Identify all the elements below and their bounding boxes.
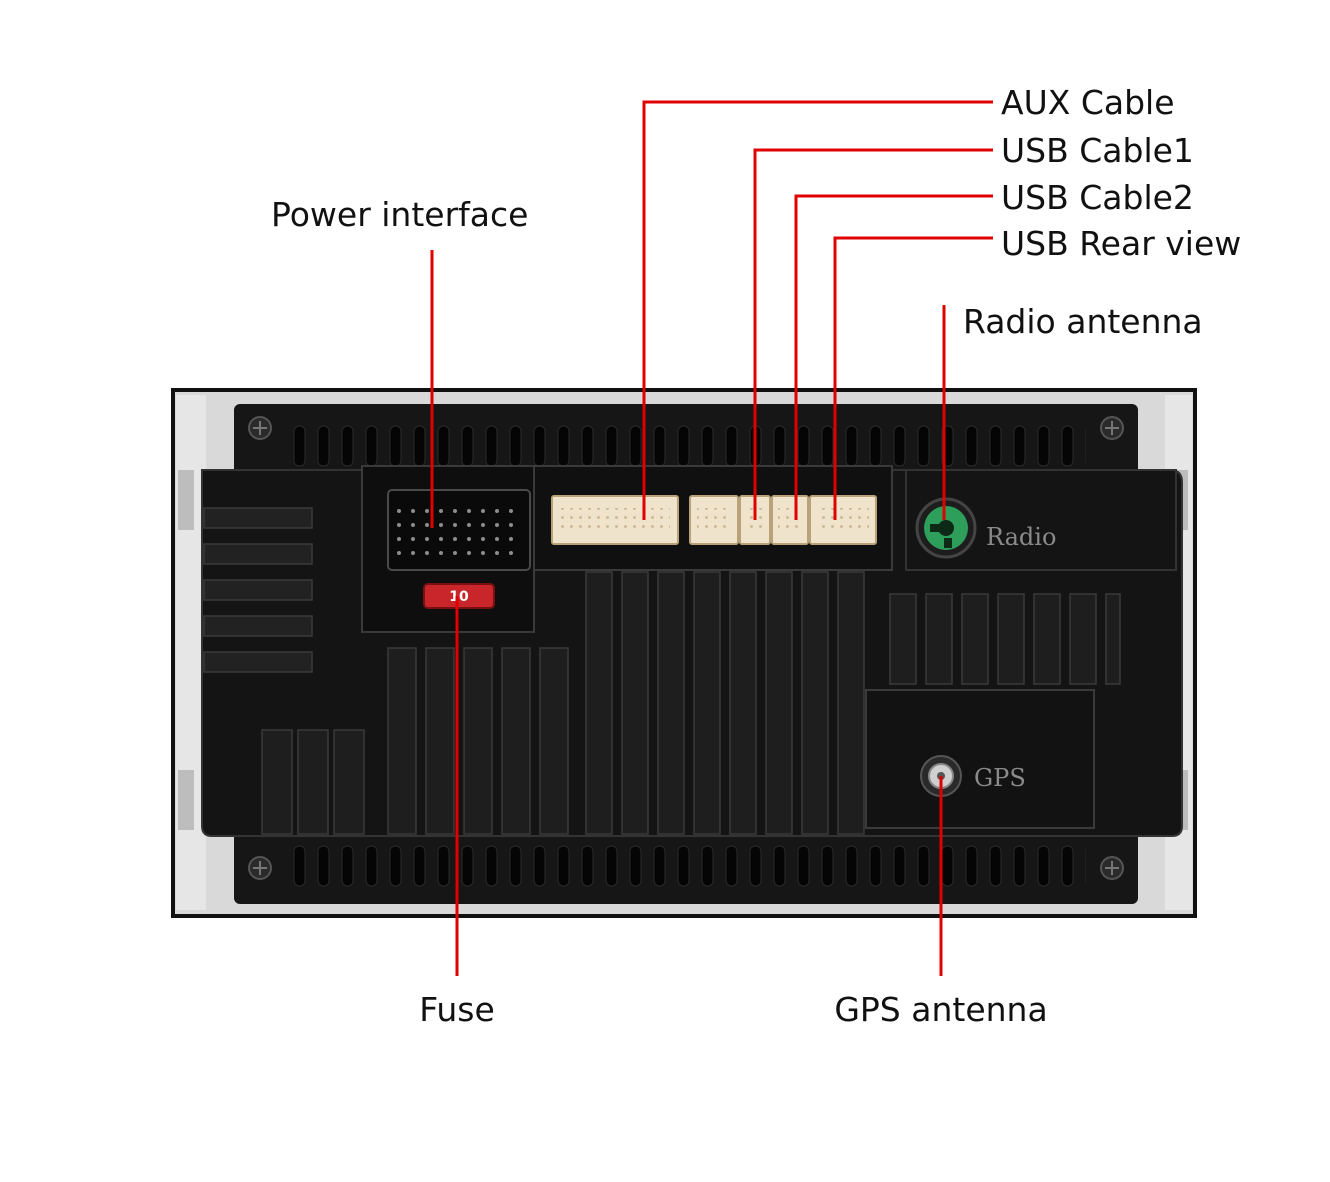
right-heatsink-fins xyxy=(889,593,1121,685)
label-fuse: Fuse xyxy=(419,990,495,1029)
gps-panel xyxy=(865,689,1095,829)
leader-lines xyxy=(430,100,993,976)
radio-marking: Radio xyxy=(986,523,1056,551)
leader-usb2 xyxy=(794,194,993,520)
usb-connector-group xyxy=(689,495,877,545)
label-usb-cable1: USB Cable1 xyxy=(1001,131,1194,170)
label-radio-antenna: Radio antenna xyxy=(963,302,1203,341)
fuse: 10 xyxy=(423,583,495,609)
label-power-interface: Power interface xyxy=(271,195,528,234)
leader-usb1 xyxy=(753,148,993,520)
lower-left-heatsink-fins xyxy=(261,647,569,835)
label-usb-cable2: USB Cable2 xyxy=(1001,178,1194,217)
screw-icon xyxy=(248,416,272,440)
aux-connector xyxy=(551,495,679,545)
label-aux-cable: AUX Cable xyxy=(1001,83,1175,122)
fuse-rating: 10 xyxy=(449,589,469,605)
leader-usb-rear xyxy=(833,236,993,520)
power-connector xyxy=(387,489,531,571)
screw-icon xyxy=(1100,416,1124,440)
screw-icon xyxy=(1100,856,1124,880)
radio-antenna-port xyxy=(915,497,977,559)
screw-icon xyxy=(248,856,272,880)
center-heatsink-fins xyxy=(585,571,865,835)
stereo-unit: 10 Radio xyxy=(171,388,1197,918)
label-usb-rear-view: USB Rear view xyxy=(1001,224,1241,263)
gps-marking: GPS xyxy=(974,764,1026,792)
label-gps-antenna: GPS antenna xyxy=(834,990,1047,1029)
leader-aux xyxy=(642,100,993,520)
left-heatsink-fins xyxy=(203,507,313,673)
